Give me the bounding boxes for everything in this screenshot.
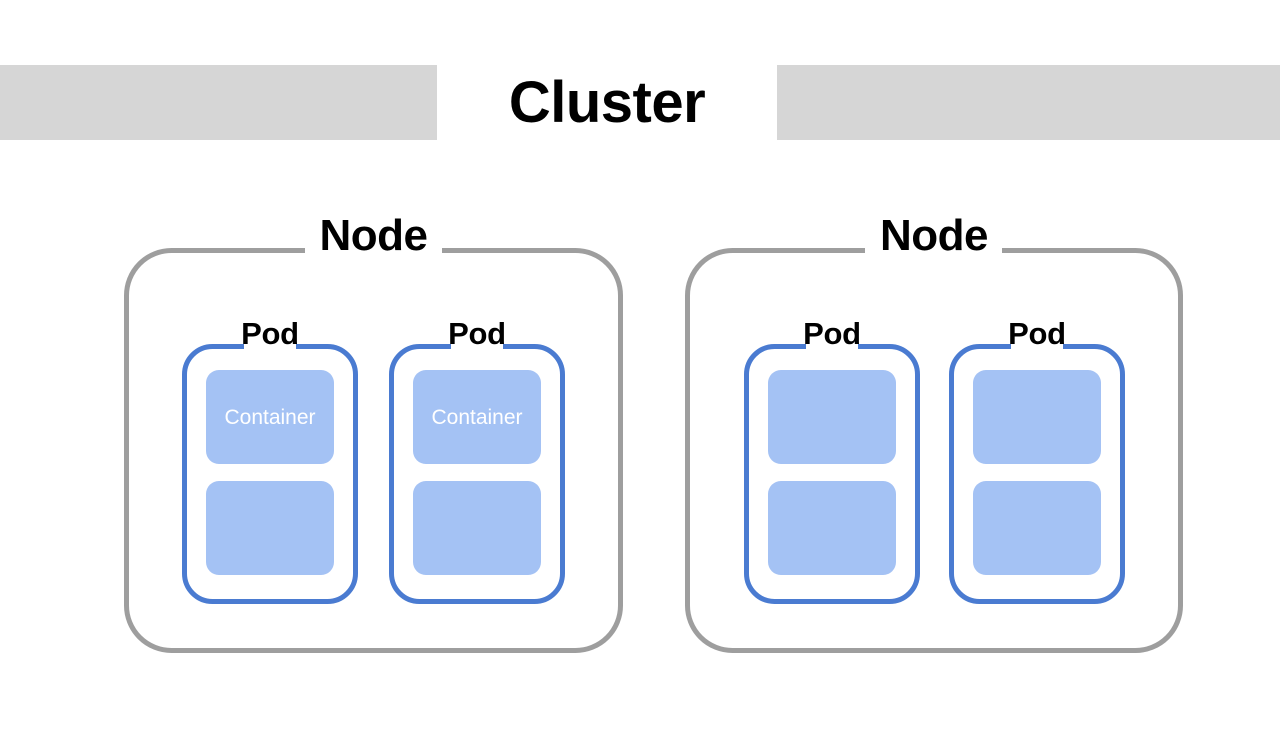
node-1-pod-1-border: [949, 344, 1125, 604]
node-1-pod-1-container-1: [973, 481, 1101, 575]
cluster-band-right: [777, 65, 1280, 140]
node-0-border: [124, 248, 623, 653]
node-0: Node Pod Container: [124, 214, 623, 653]
node-1-pod-1: Pod: [949, 318, 1125, 604]
cluster-band-left: [0, 65, 437, 140]
node-0-pod-1-border: [389, 344, 565, 604]
cluster-title: Cluster: [508, 70, 706, 135]
node-1-pod-1-containers: [973, 370, 1101, 575]
node-0-pods-row: Pod Container Pod Container: [182, 318, 565, 604]
node-0-pod-0-container-1: [206, 481, 334, 575]
node-0-pod-0-containers: Container: [206, 370, 334, 575]
node-0-pod-1-label: Pod: [448, 316, 506, 351]
node-1: Node Pod: [685, 214, 1183, 653]
node-0-pod-1-containers: Container: [413, 370, 541, 575]
node-1-border: [685, 248, 1183, 653]
node-1-pod-0-containers: [768, 370, 896, 575]
node-1-pod-0-container-0: [768, 370, 896, 464]
node-0-pod-0: Pod Container: [182, 318, 358, 604]
node-1-label: Node: [880, 211, 989, 260]
node-1-pod-1-label: Pod: [1008, 316, 1066, 351]
node-0-pod-1: Pod Container: [389, 318, 565, 604]
node-1-pod-0-label: Pod: [803, 316, 861, 351]
node-1-pod-1-container-0: [973, 370, 1101, 464]
node-1-pod-0: Pod: [744, 318, 920, 604]
node-1-pods-row: Pod Pod: [744, 318, 1125, 604]
node-0-pod-0-label: Pod: [241, 316, 299, 351]
node-0-pod-1-container-0: Container: [413, 370, 541, 464]
node-1-pod-0-container-1: [768, 481, 896, 575]
node-0-pod-0-border: [182, 344, 358, 604]
node-0-pod-1-container-1: [413, 481, 541, 575]
node-0-label: Node: [319, 211, 429, 260]
node-1-pod-0-border: [744, 344, 920, 604]
node-0-pod-0-container-0: Container: [206, 370, 334, 464]
